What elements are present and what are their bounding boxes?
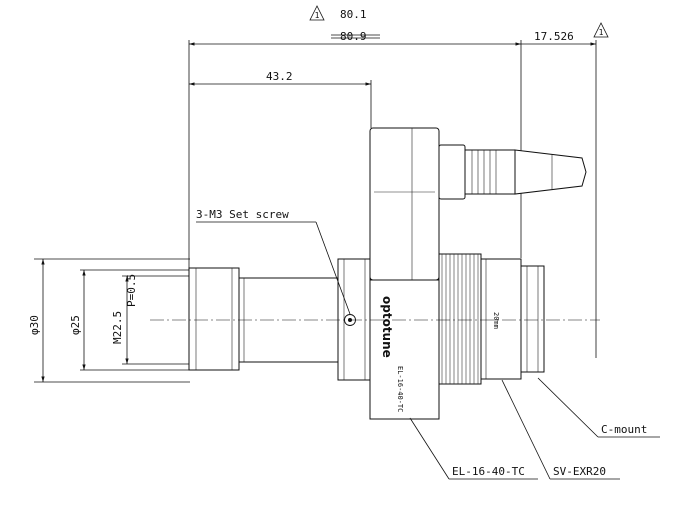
set-screw-label: 3-M3 Set screw	[196, 208, 289, 221]
callout-set-screw: 3-M3 Set screw	[196, 208, 351, 315]
adapter-ring	[480, 258, 522, 380]
callout-adapter: SV-EXR20	[501, 379, 620, 480]
thread-tube	[188, 267, 240, 371]
callout-c-mount: C-mount	[537, 377, 660, 438]
dimension-body-length-label: 43.2	[266, 70, 293, 83]
dimension-dia-inner: φ25	[69, 269, 190, 371]
revision-mark: 1	[315, 11, 320, 20]
knurl-pattern	[441, 254, 479, 384]
knurled-ring	[438, 253, 482, 385]
dimension-thread: M22.5 P=0.5	[111, 274, 190, 365]
dimension-overall-top: 80.1	[340, 8, 367, 21]
lens-engravings: optotune EL-16-40-TC 20mm	[380, 296, 500, 412]
brand-engraving: optotune	[380, 296, 394, 358]
ring-engraving: 20mm	[492, 312, 500, 329]
revision-triangle-icon: 1	[593, 22, 609, 38]
svg-text:1: 1	[599, 28, 604, 37]
top-housing	[369, 127, 440, 281]
dimension-thread-label: M22.5	[111, 311, 124, 344]
dimension-dia-inner-label: φ25	[69, 315, 82, 335]
lens-label: EL-16-40-TC	[452, 465, 525, 478]
c-mount-label: C-mount	[601, 423, 647, 436]
dimension-overall-struck: 80.9	[340, 30, 367, 43]
callout-lens: EL-16-40-TC	[409, 417, 538, 480]
adapter-label: SV-EXR20	[553, 465, 606, 478]
dimension-right-offset-label: 17.526	[534, 30, 574, 43]
dimension-dia-outer-label: φ30	[28, 315, 41, 335]
dimension-pitch-label: P=0.5	[125, 274, 138, 307]
dimension-body-length: 43.2	[189, 70, 372, 128]
dimension-dia-outer: φ30	[28, 258, 190, 383]
c-mount-thread	[520, 265, 545, 373]
lens-body	[369, 279, 440, 420]
connector-cable	[438, 144, 587, 200]
lens-assembly	[188, 127, 587, 420]
revision-triangle-icon: 1	[309, 5, 325, 21]
model-engraving: EL-16-40-TC	[396, 366, 404, 412]
dimension-right-offset: 17.526 1	[521, 22, 609, 358]
